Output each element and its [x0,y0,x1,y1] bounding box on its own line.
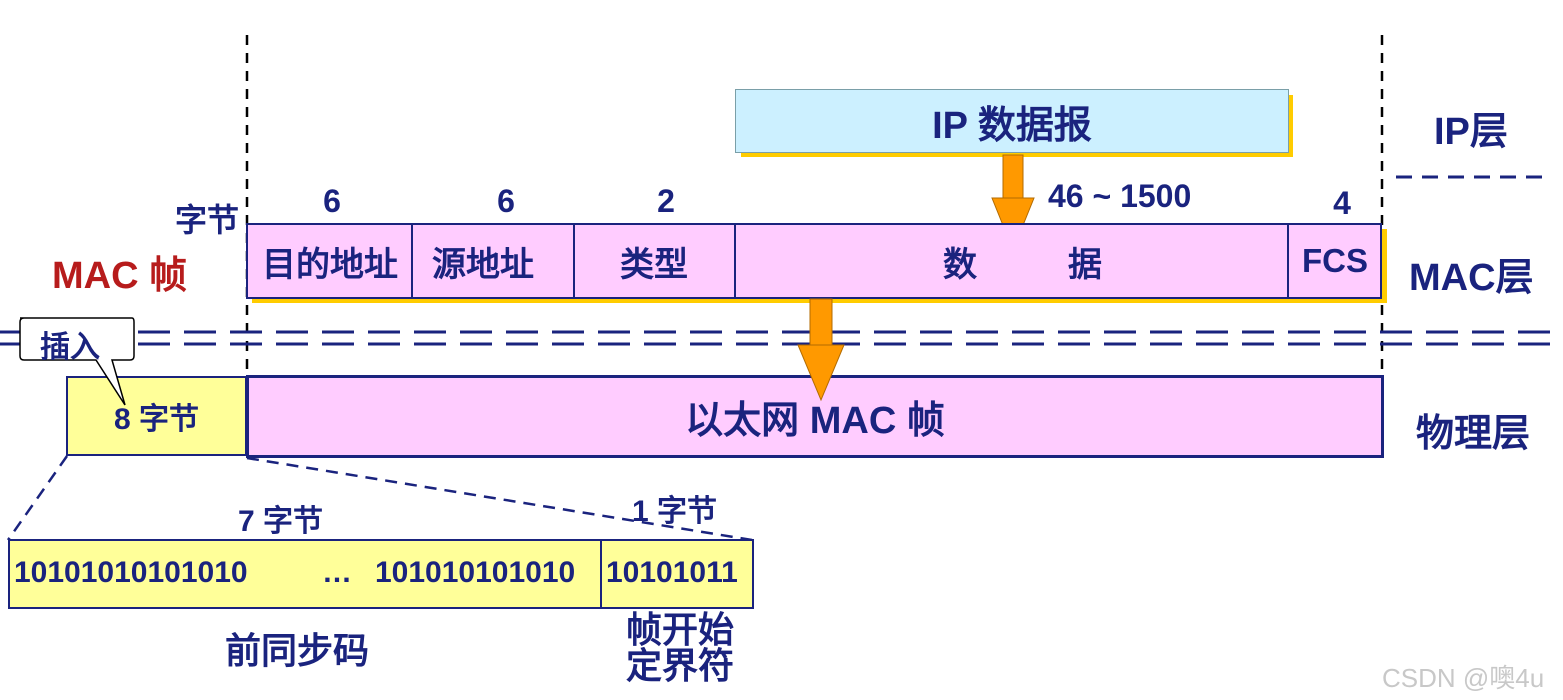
sfd-bytes-label: 1 字节 [632,495,718,528]
preamble-detail-divider [600,540,602,608]
mac-divider [411,224,413,298]
field-type: 类型 [620,245,688,284]
ip-layer-label: IP层 [1434,111,1508,153]
byte-unit-label: 字节 [175,202,240,238]
mac-frame-row [246,223,1382,299]
physical-layer-label: 物理层 [1416,413,1531,455]
preamble-box-label: 8 字节 [113,403,200,436]
byte-count-type: 2 [657,183,675,219]
sfd-bits: 10101011 [606,556,738,589]
mac-divider [573,224,575,298]
field-data-right: 据 [1068,245,1102,284]
sync-ellipsis: … [322,556,352,589]
sfd-label-line2: 定界符 [626,645,735,686]
mac-frame-label: MAC 帧 [52,255,188,297]
sfd-label-line1: 帧开始 [626,609,735,650]
ip-datagram-label: IP 数据报 [932,104,1092,147]
insert-callout-label: 插入 [40,331,100,364]
sync-bits-right: 101010101010 [375,556,576,589]
ethernet-frame-label: 以太网 MAC 帧 [685,400,945,442]
expand-left-dashed-line [6,455,69,541]
field-fcs: FCS [1302,242,1368,279]
mac-divider [1287,224,1289,298]
preamble-detail-box [8,539,754,609]
mac-layer-label: MAC层 [1409,257,1534,299]
byte-count-data: 46 ~ 1500 [1048,178,1192,214]
watermark: CSDN @噢4u [1382,663,1545,693]
sync-bytes-label: 7 字节 [238,505,324,538]
ip-datagram-box: IP 数据报 [735,89,1289,153]
preamble-box: 8 字节 [66,376,247,456]
ethernet-frame-box: 以太网 MAC 帧 [246,375,1384,458]
expand-right-dashed-line [246,456,753,542]
byte-count-fcs: 4 [1333,185,1351,221]
byte-count-dest: 6 [323,183,341,219]
sync-code-label: 前同步码 [225,630,370,671]
byte-count-src: 6 [497,183,515,219]
mac-divider [734,224,736,298]
sync-bits-left: 10101010101010 [14,556,248,589]
field-src-address: 源地址 [432,245,534,284]
field-dest-address: 目的地址 [262,245,398,284]
field-data-left: 数 [943,245,977,284]
